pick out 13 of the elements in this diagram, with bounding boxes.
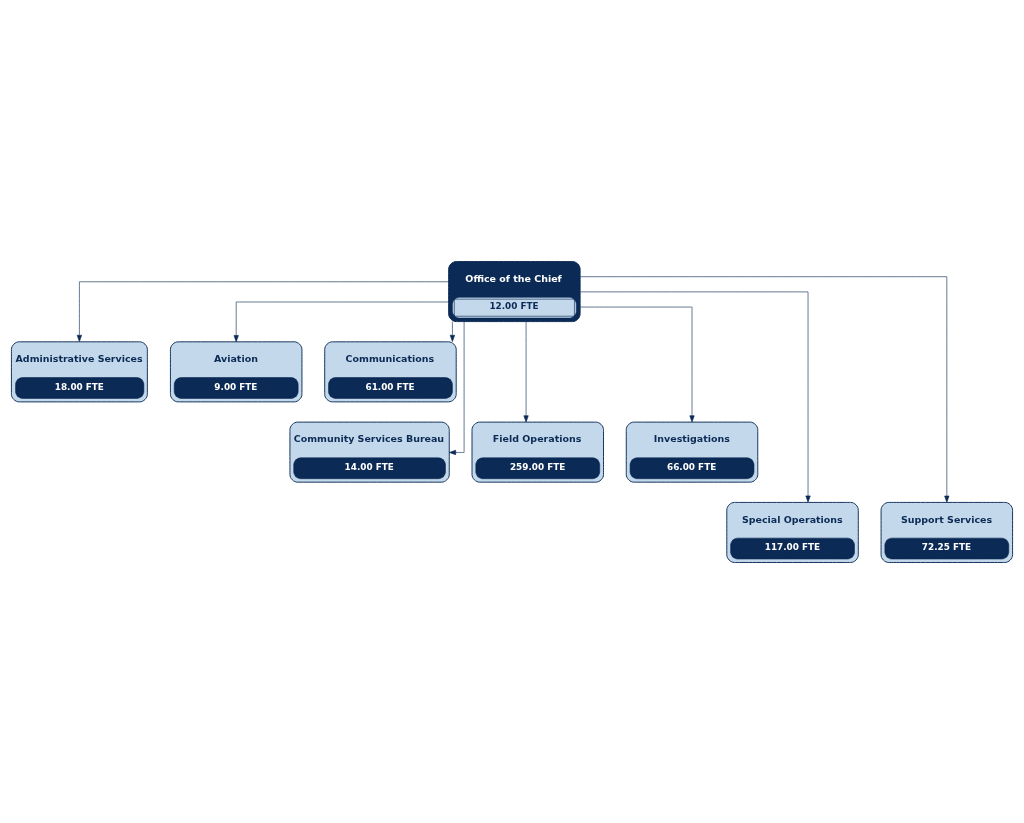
node-box: Community Services Bureau 14.00 FTE — [289, 421, 450, 483]
node-box: Support Services 72.25 FTE — [880, 501, 1014, 563]
arrow — [579, 291, 811, 503]
node-box: Investigations 66.00 FTE — [625, 421, 759, 483]
node-box: Office of the Chief 12.00 FTE — [448, 260, 581, 322]
arrow — [579, 306, 695, 422]
arrow — [579, 275, 950, 503]
arrow — [523, 320, 529, 422]
arrow — [449, 320, 455, 342]
node-box: Special Operations 117.00 FTE — [726, 501, 859, 563]
arrow — [76, 280, 449, 342]
arrow — [233, 301, 449, 342]
arrow — [449, 320, 465, 455]
